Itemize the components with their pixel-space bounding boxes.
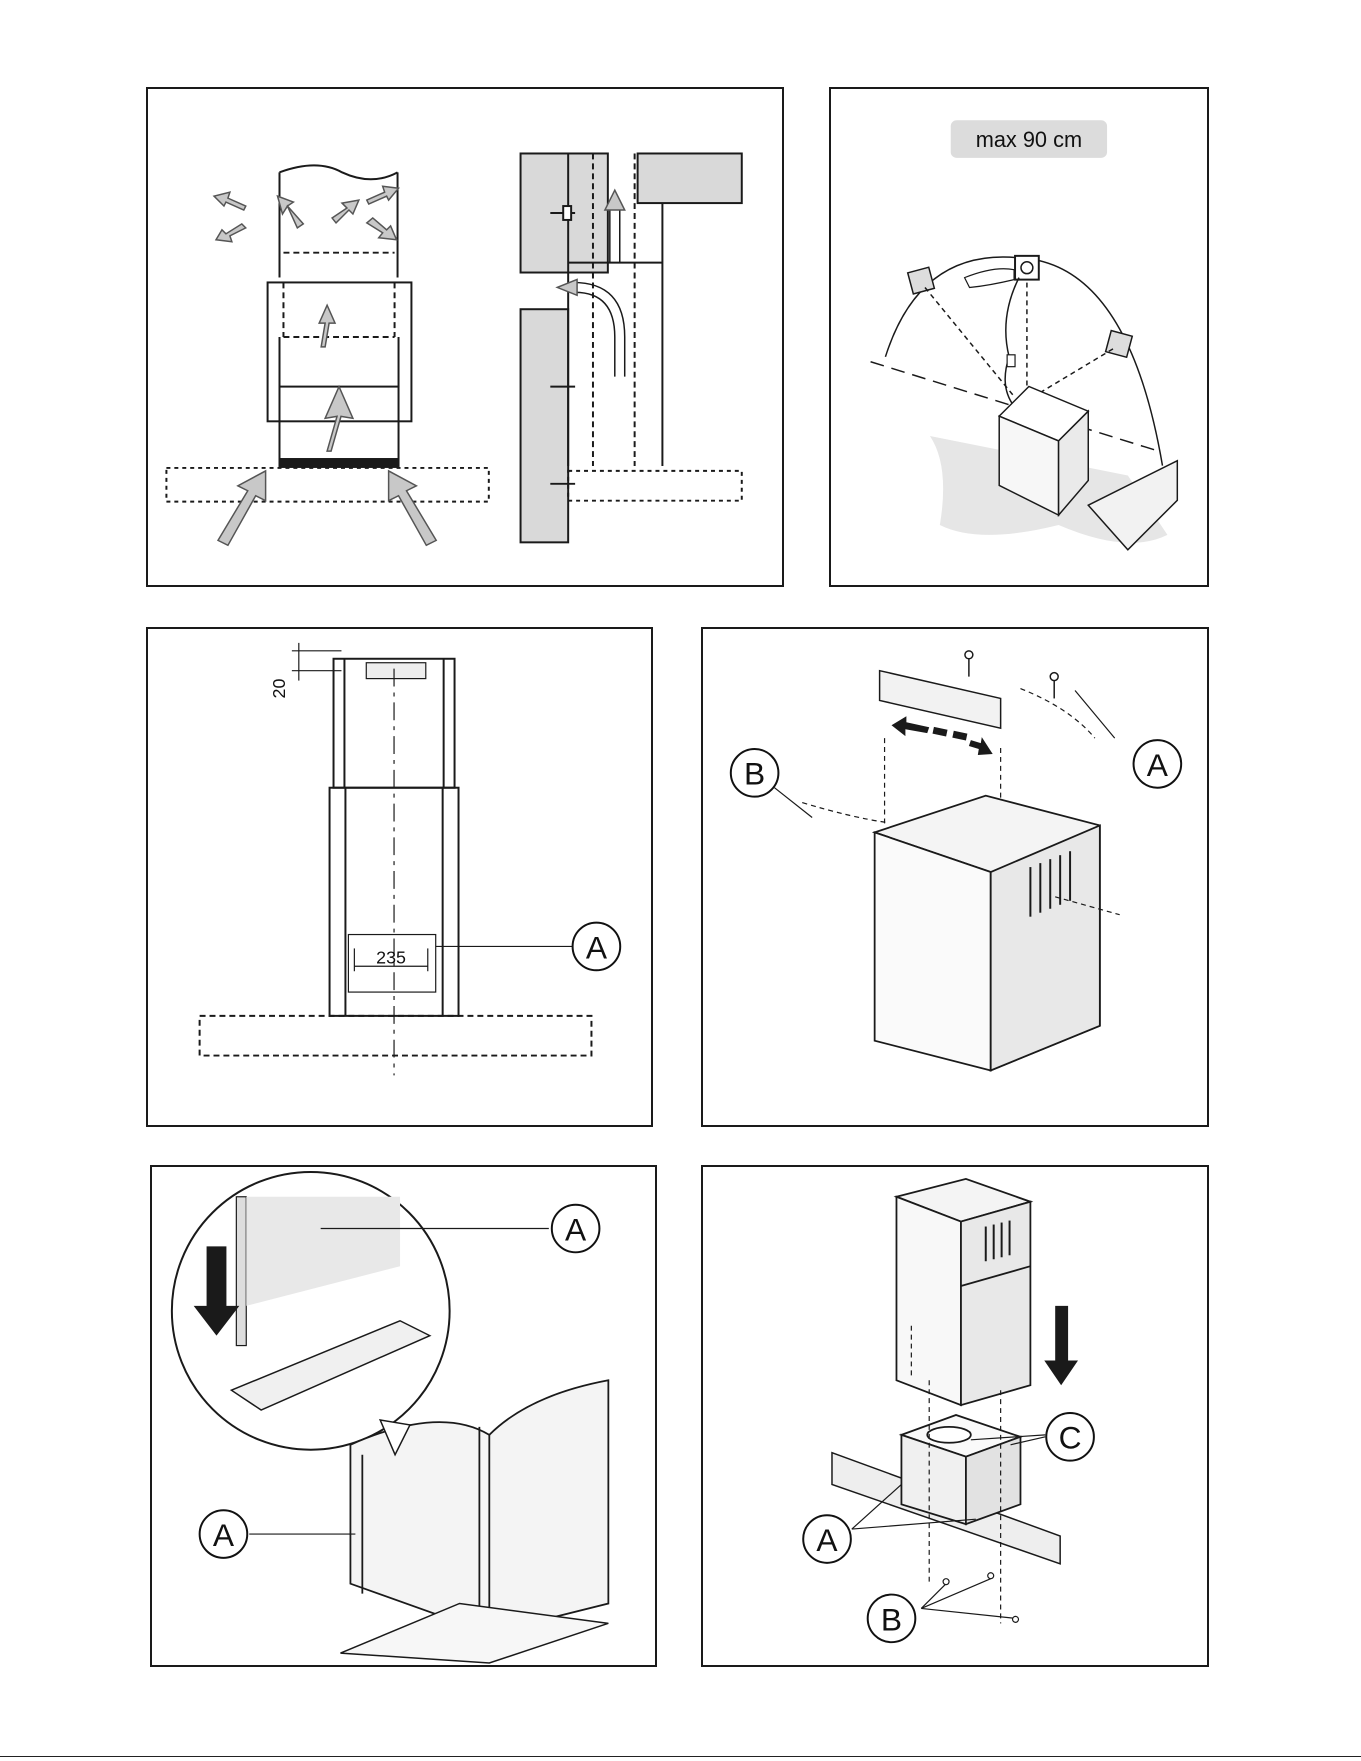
airflow-diagram [148,89,782,585]
callout-a-bottom-text: A [213,1517,235,1553]
callout-c-text: C [1059,1420,1082,1456]
panel-airflow [146,87,784,587]
hand-icon [965,269,1014,288]
callout-a-text: A [816,1522,838,1558]
worktop-outline [166,468,488,502]
down-arrow-icon [1044,1306,1078,1385]
panel-final-install: C A B [701,1165,1209,1667]
dimension-235-label: 235 [376,947,406,967]
panel-joint: A A [150,1165,657,1667]
panel-dimensions: 20 235 A [146,627,653,1127]
callout-a-text: A [586,929,608,965]
worktop-outline [200,1016,592,1056]
install-diagram: C A B [703,1167,1207,1665]
motor-box [901,1415,1020,1524]
bracket-diagram: A B [703,629,1207,1125]
max-distance-text: max 90 cm [976,127,1082,152]
filter-bar [279,458,398,468]
callout-a-top-text: A [565,1211,587,1247]
callout-b-text: B [881,1601,902,1637]
page-bottom-rule [0,1756,1361,1757]
socket-icons [908,256,1133,357]
chimney-section [875,796,1100,1071]
panel-bracket: A B [701,627,1209,1127]
dimension-diagram: 20 235 A [148,629,651,1125]
airflow-arrows [214,186,436,545]
callout-a-text: A [1147,747,1169,783]
joint-diagram: A A [152,1167,655,1665]
panel-socket: max 90 cm [829,87,1209,587]
dashed-reach-lines [925,283,1113,397]
chimney-assembly [896,1179,1030,1405]
mounting-bracket [880,671,1001,729]
callout-b-text: B [744,756,765,792]
socket-diagram: max 90 cm [831,89,1207,585]
dimension-20-label: 20 [269,679,289,699]
